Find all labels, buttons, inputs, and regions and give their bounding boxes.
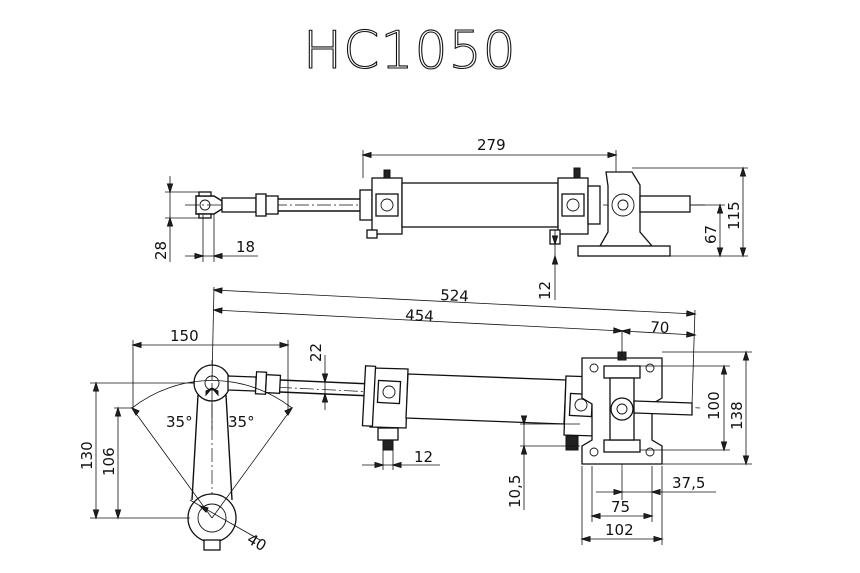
label-150: 150 [170,327,199,345]
label-454: 454 [405,306,435,325]
dim-top-115: 115 [632,166,748,258]
dim-angle-35: 35° 35° [130,380,294,519]
dim-bottom-70: 70 [620,318,697,338]
dim-bottom-138: 138 [662,350,752,466]
top-rod-end-fitting [221,193,279,217]
dim-bottom-454: 454 [212,306,624,358]
dim-bottom-102: 102 [580,466,664,545]
top-rear-rod [639,195,691,213]
label-35-right: 35° [228,413,255,431]
bottom-front-head [361,365,409,451]
label-106: 106 [100,447,118,476]
bottom-mount-plate [581,351,663,465]
label-28: 28 [152,241,170,260]
drawing-title: HC1050 [303,21,517,81]
dim-top-67: 67 [690,203,725,258]
label-279: 279 [477,136,506,154]
dim-bottom-10-5: 10,5 [506,415,580,510]
label-40: 40 [244,530,270,555]
dim-bottom-524: 524 [211,286,697,406]
label-75: 75 [611,498,630,516]
dim-bottom-37-5: 37,5 [596,466,716,500]
bottom-rear-rod [633,400,693,416]
label-37-5: 37,5 [672,474,705,492]
label-100: 100 [705,391,723,420]
top-cylinder-tube [401,182,559,228]
dim-bottom-150: 150 [131,327,290,410]
bottom-rod-end [227,371,373,397]
top-front-head [359,169,403,239]
top-view: 279 115 67 28 [152,136,748,300]
label-10-5: 10,5 [506,475,524,508]
label-130: 130 [78,441,96,470]
top-mounting-bracket [577,171,671,257]
dim-bottom-22: 22 [307,343,329,410]
label-35-left: 35° [166,413,193,431]
label-22: 22 [307,343,325,362]
dim-top-279: 279 [361,136,618,178]
label-18-top: 18 [236,238,255,256]
dim-bottom-12: 12 [362,448,440,470]
label-70: 70 [650,318,670,337]
bottom-view: 524 454 70 150 22 [78,286,752,555]
label-67: 67 [702,225,720,244]
dim-bottom-75: 75 [590,466,654,522]
label-524: 524 [440,286,470,305]
dim-top-18: 18 [185,214,258,262]
dim-top-28: 28 [152,176,199,262]
dim-bottom-130: 130 [78,381,195,520]
top-rear-head [549,167,601,245]
label-12-top: 12 [536,281,554,300]
dim-top-12: 12 [536,230,559,300]
label-12-bottom: 12 [414,448,433,466]
label-115: 115 [725,201,743,230]
dim-bottom-106: 106 [100,406,132,520]
dim-bottom-100: 100 [640,364,730,452]
label-138: 138 [728,401,746,430]
label-102: 102 [605,521,634,539]
bottom-cylinder-tube [405,373,567,425]
